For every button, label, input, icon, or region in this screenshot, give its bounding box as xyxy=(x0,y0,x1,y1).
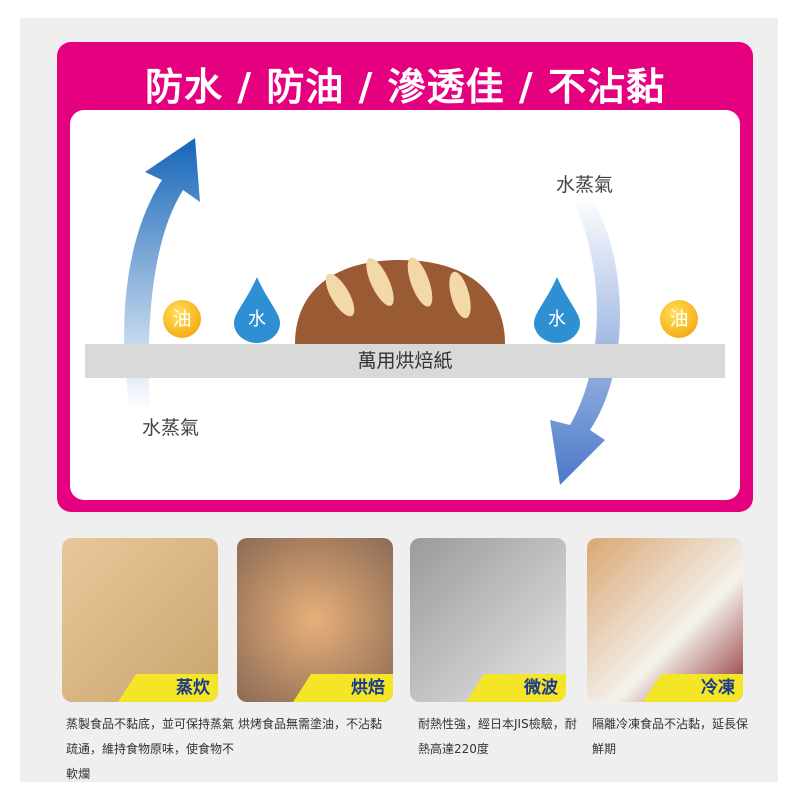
diagram-area: 水蒸氣 水蒸氣 油 油 水 水 萬用烘焙紙 xyxy=(70,110,740,500)
card-caption: 耐熱性強，經日本JIS檢驗，耐熱高達220度 xyxy=(418,717,577,756)
oil-icon: 油 xyxy=(163,300,201,338)
feature-panel: 防水 / 防油 / 滲透佳 / 不沾黏 水蒸氣 水蒸氣 油 油 水 水 萬用烘焙… xyxy=(57,42,753,512)
baking-paper: 萬用烘焙紙 xyxy=(85,344,725,378)
panel-title: 防水 / 防油 / 滲透佳 / 不沾黏 xyxy=(144,65,665,109)
down-arrow-icon xyxy=(550,195,620,485)
card-steam: 蒸炊 xyxy=(62,538,218,702)
card-label: 微波 xyxy=(466,674,566,702)
card-caption: 隔離冷凍食品不沾黏，延長保鮮期 xyxy=(592,717,749,756)
card-label: 冷凍 xyxy=(643,674,743,702)
oil-icon: 油 xyxy=(660,300,698,338)
water-drop-icon: 水 xyxy=(532,275,582,343)
water-drop-icon: 水 xyxy=(232,275,282,343)
card-microwave: 微波 xyxy=(410,538,566,702)
card-caption: 蒸製食品不黏底，並可保持蒸氣疏通，維持食物原味，使食物不軟爛 xyxy=(66,717,235,781)
steam-label-right: 水蒸氣 xyxy=(556,174,614,196)
card-label: 烘焙 xyxy=(293,674,393,702)
bread-icon xyxy=(295,260,505,344)
steam-arrows xyxy=(124,138,620,485)
card-label: 蒸炊 xyxy=(118,674,218,702)
card-bake: 烘焙 xyxy=(237,538,393,702)
up-arrow-icon xyxy=(124,138,200,410)
bread-scores xyxy=(325,257,471,319)
steam-label-left: 水蒸氣 xyxy=(142,417,200,439)
card-caption: 烘烤食品無需塗油，不沾黏 xyxy=(238,717,383,731)
card-freeze: 冷凍 xyxy=(587,538,743,702)
